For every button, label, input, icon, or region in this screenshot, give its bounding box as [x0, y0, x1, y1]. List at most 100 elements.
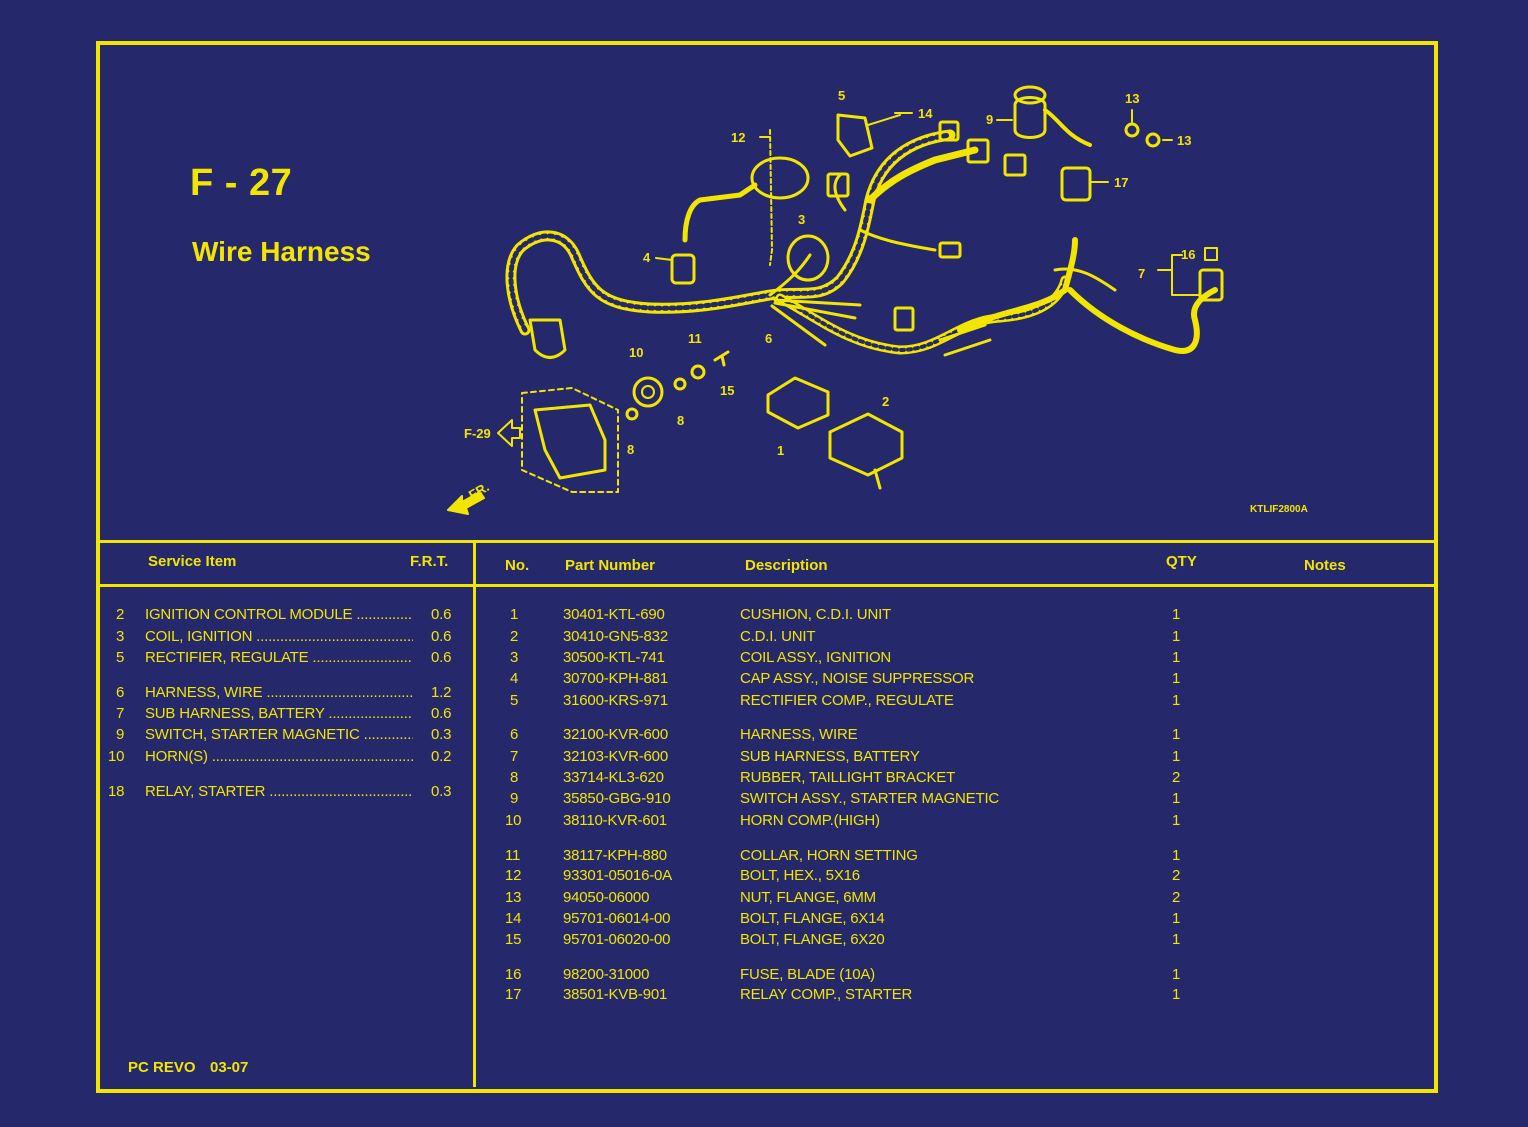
row-qty: 1: [1172, 910, 1181, 927]
row-no: 11: [505, 847, 521, 864]
cdi-unit: [828, 412, 904, 477]
row-no: 7: [510, 748, 519, 765]
row-part-number: 95701-06014-00: [563, 910, 671, 927]
page-code: F - 27: [190, 162, 293, 204]
callout-label: 9: [986, 112, 993, 127]
service-name: RECTIFIER, REGULATE: [145, 649, 413, 666]
row-qty: 2: [1172, 769, 1181, 786]
row-no: 14: [505, 910, 522, 927]
sub-harness-battery: [957, 237, 1218, 354]
callout-label: 10: [629, 345, 643, 360]
callout-label: 2: [882, 394, 889, 409]
row-part-number: 30401-KTL-690: [563, 606, 665, 623]
row-qty: 1: [1172, 790, 1181, 807]
callout-label: 3: [798, 212, 805, 227]
row-no: 10: [505, 812, 522, 829]
service-name: SWITCH, STARTER MAGNETIC: [145, 726, 413, 743]
horn-bracket: [521, 387, 619, 493]
callout-label: 5: [838, 88, 845, 103]
row-description: SWITCH ASSY., STARTER MAGNETIC: [740, 790, 1000, 807]
cdi-cushion: [766, 376, 830, 430]
row-qty: 2: [1172, 889, 1181, 906]
row-part-number: 93301-05016-0A: [563, 867, 672, 884]
rectifier-regulate: [836, 113, 874, 158]
row-description: RECTIFIER COMP., REGULATE: [740, 692, 954, 709]
service-frt: 0.6: [431, 649, 452, 666]
callout-label: 13: [1125, 91, 1139, 106]
row-no: 16: [505, 966, 522, 983]
row-part-number: 33714-KL3-620: [563, 769, 664, 786]
callout-label: 11: [688, 331, 702, 346]
row-description: HARNESS, WIRE: [740, 726, 858, 743]
service-frt: 0.6: [431, 705, 452, 722]
wire-harness-diagram: 1 2 3 4 5 6 7 8 8 9 10 11 12 13 13 14 15…: [447, 85, 1308, 515]
row-qty: 1: [1172, 606, 1181, 623]
row-part-number: 95701-06020-00: [563, 931, 671, 948]
footer-model: PC REVO: [128, 1059, 196, 1076]
row-no: 15: [505, 931, 522, 948]
row-qty: 1: [1172, 986, 1181, 1003]
callout-label: 4: [643, 250, 651, 265]
horn: [632, 376, 664, 408]
row-no: 6: [510, 726, 519, 743]
harness-branch-upper: [866, 146, 979, 204]
column-divider: [473, 540, 476, 1087]
row-description: COLLAR, HORN SETTING: [740, 847, 918, 864]
part-number-header: Part Number: [565, 557, 656, 574]
row-no: 8: [510, 769, 519, 786]
service-name: HORN(S): [145, 748, 413, 765]
row-description: C.D.I. UNIT: [740, 628, 816, 645]
row-description: BOLT, FLANGE, 6X14: [740, 910, 885, 927]
footer-date: 03-07: [210, 1059, 249, 1076]
row-description: BOLT, HEX., 5X16: [740, 867, 860, 884]
row-qty: 1: [1172, 692, 1181, 709]
service-frt: 0.3: [431, 783, 452, 800]
starter-magnetic-switch: [1013, 96, 1047, 139]
image-code: KTLIF2800A: [1250, 504, 1308, 515]
row-no: 13: [505, 889, 522, 906]
service-name: RELAY, STARTER: [145, 783, 413, 800]
frt-header: F.R.T.: [410, 553, 449, 570]
row-part-number: 94050-06000: [563, 889, 650, 906]
qty-header: QTY: [1166, 553, 1197, 570]
row-qty: 2: [1172, 867, 1181, 884]
starter-relay: [1060, 166, 1092, 202]
header-divider: [96, 584, 1434, 587]
callout-label: 14: [918, 106, 933, 121]
row-qty: 1: [1172, 649, 1181, 666]
no-header: No.: [505, 557, 530, 574]
row-description: SUB HARNESS, BATTERY: [740, 748, 920, 765]
row-qty: 1: [1172, 847, 1181, 864]
service-no: 18: [108, 783, 125, 800]
row-no: 2: [510, 628, 519, 645]
description-header: Description: [745, 557, 828, 574]
service-frt: 0.2: [431, 748, 452, 765]
row-part-number: 38110-KVR-601: [563, 812, 667, 829]
service-no: 7: [116, 705, 125, 722]
row-qty: 1: [1172, 726, 1181, 743]
row-part-number: 30700-KPH-881: [563, 670, 668, 687]
page-title: Wire Harness: [192, 236, 371, 267]
service-item-header: Service Item: [148, 553, 237, 570]
service-frt: 0.6: [431, 606, 452, 623]
service-no: 10: [108, 748, 125, 765]
service-frt: 1.2: [431, 684, 452, 701]
service-no: 6: [116, 684, 125, 701]
service-name: IGNITION CONTROL MODULE: [145, 606, 413, 623]
row-part-number: 38117-KPH-880: [563, 847, 667, 864]
row-no: 9: [510, 790, 519, 807]
callout-label: 13: [1177, 133, 1191, 148]
service-no: 3: [116, 628, 125, 645]
row-description: HORN COMP.(HIGH): [740, 812, 880, 829]
row-description: COIL ASSY., IGNITION: [740, 649, 892, 666]
row-description: RELAY COMP., STARTER: [740, 986, 913, 1003]
row-part-number: 32100-KVR-600: [563, 726, 668, 743]
row-part-number: 31600-KRS-971: [563, 692, 668, 709]
row-part-number: 30500-KTL-741: [563, 649, 665, 666]
row-qty: 1: [1172, 812, 1181, 829]
row-part-number: 38501-KVB-901: [563, 986, 668, 1003]
row-part-number: 35850-GBG-910: [563, 790, 671, 807]
service-no: 9: [116, 726, 125, 743]
row-qty: 1: [1172, 628, 1181, 645]
row-part-number: 98200-31000: [563, 966, 650, 983]
